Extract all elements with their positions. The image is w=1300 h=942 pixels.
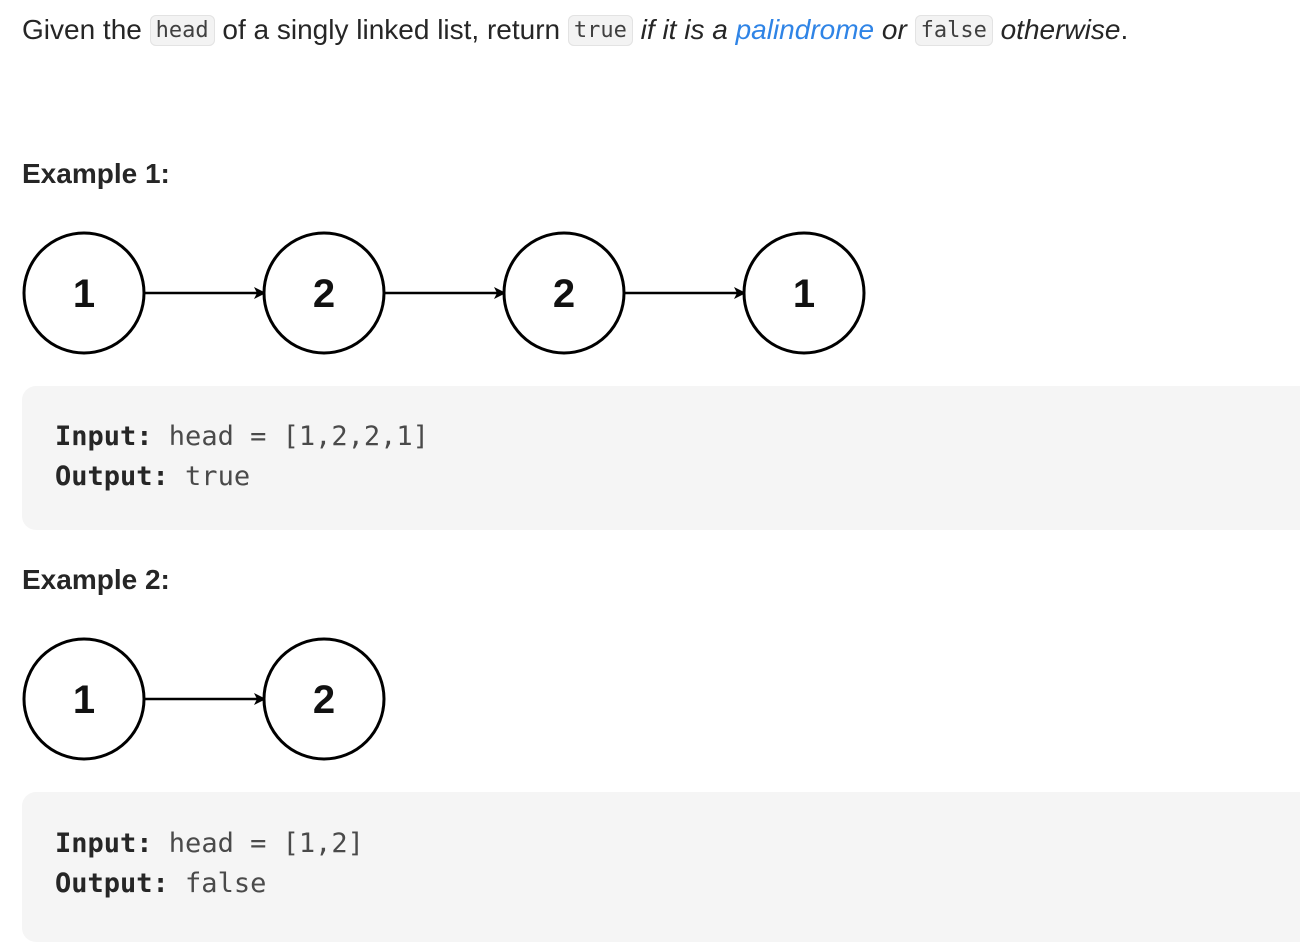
problem-description: Given the head of a singly linked list, …	[22, 9, 1128, 54]
node-value: 2	[553, 272, 575, 316]
list-node: 1	[22, 231, 146, 355]
example-1-heading: Example 1:	[22, 158, 170, 189]
palindrome-link[interactable]: palindrome	[735, 14, 875, 45]
input-value: head = [1,2]	[152, 828, 364, 859]
description-period: .	[1120, 14, 1129, 45]
output-label: Output:	[55, 868, 169, 899]
example-1-io-block: Input: head = [1,2,2,1] Output: true	[22, 386, 1300, 530]
inline-code-true: true	[567, 15, 633, 46]
input-value: head = [1,2,2,1]	[152, 421, 429, 452]
example-2-io-text: Input: head = [1,2] Output: false	[55, 824, 364, 904]
node-value: 2	[313, 678, 335, 722]
output-label: Output:	[55, 461, 169, 492]
node-value: 2	[313, 272, 335, 316]
description-text: if it is a	[632, 14, 736, 45]
output-value: true	[168, 461, 251, 492]
input-label: Input:	[55, 421, 153, 452]
description-text: Given the	[22, 14, 150, 45]
example-1-io-text: Input: head = [1,2,2,1] Output: true	[55, 417, 429, 497]
inline-code-false: false	[914, 15, 993, 46]
node-value: 1	[73, 678, 95, 722]
example-2-linked-list-diagram: 1 2	[22, 637, 386, 761]
list-node: 1	[742, 231, 866, 355]
list-node: 2	[262, 231, 386, 355]
input-label: Input:	[55, 828, 153, 859]
node-value: 1	[73, 272, 95, 316]
node-value: 1	[793, 272, 815, 316]
example-2-heading: Example 2:	[22, 564, 170, 595]
inline-code-head: head	[149, 15, 215, 46]
description-text: or	[874, 14, 915, 45]
description-text: otherwise	[992, 14, 1121, 45]
description-text: of a singly linked list, return	[214, 14, 568, 45]
list-node: 2	[262, 637, 386, 761]
example-1-linked-list-diagram: 1 2 2 1	[22, 231, 866, 355]
output-value: false	[168, 868, 267, 899]
example-2-io-block: Input: head = [1,2] Output: false	[22, 792, 1300, 942]
list-node: 1	[22, 637, 146, 761]
list-node: 2	[502, 231, 626, 355]
